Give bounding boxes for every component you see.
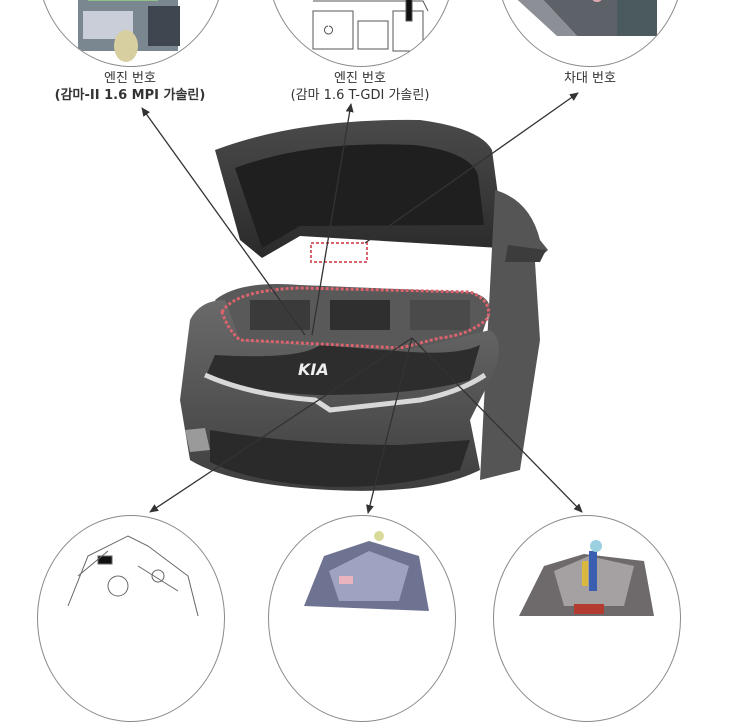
label-engine-number-mpi: 엔진 번호 (감마-II 1.6 MPI 가솔린): [40, 70, 220, 104]
arrow-transmission-2: [366, 337, 413, 514]
windshield-gap: [262, 238, 505, 268]
car-front-illustration: KIA: [180, 119, 548, 491]
chrome-trim: [203, 372, 487, 413]
label-vehicle-number: 차대 번호: [500, 70, 680, 87]
label-title: 엔진 번호: [334, 71, 386, 86]
vin-highlight-box: [310, 242, 368, 263]
chassis-floor-photo-icon: [517, 0, 657, 36]
transmission-color-render-2-icon: [519, 540, 654, 616]
side-mirror: [505, 245, 546, 262]
arrow-engine-mpi: [141, 107, 306, 336]
transmission-line-drawing-icon: [67, 535, 199, 617]
label-engine-number-tgdi: 엔진 번호 (감마 1.6 T-GDI 가솔린): [270, 70, 450, 104]
arrow-transmission-1: [149, 337, 413, 513]
callout-vehicle-number: [496, 0, 684, 67]
engine-bay-highlight: [220, 286, 491, 350]
lower-grille: [210, 430, 470, 488]
hood-insulator: [235, 144, 484, 248]
kia-logo: KIA: [298, 360, 329, 379]
label-title: 엔진 번호: [104, 71, 156, 86]
fog-lamp-left: [185, 428, 210, 452]
arrow-vehicle-number: [364, 92, 579, 244]
engine-color-photo-icon: [78, 0, 180, 62]
label-subtitle: (감마-II 1.6 MPI 가솔린): [54, 88, 206, 103]
upper-grille: [205, 345, 480, 395]
label-subtitle: (감마 1.6 T-GDI 가솔린): [290, 88, 430, 103]
callout-engine-mpi: [37, 0, 225, 67]
annotation-layer: [141, 92, 583, 514]
identification-location-diagram: 엔진 번호 (감마-II 1.6 MPI 가솔린) 엔진 번호 (감마 1.6 …: [37, 0, 684, 722]
label-title: 차대 번호: [564, 71, 616, 86]
arrow-transmission-3: [411, 337, 583, 513]
arrow-engine-tgdi: [311, 103, 354, 336]
engine-line-drawing-icon: [312, 0, 429, 52]
transmission-color-render-icon: [304, 531, 429, 611]
